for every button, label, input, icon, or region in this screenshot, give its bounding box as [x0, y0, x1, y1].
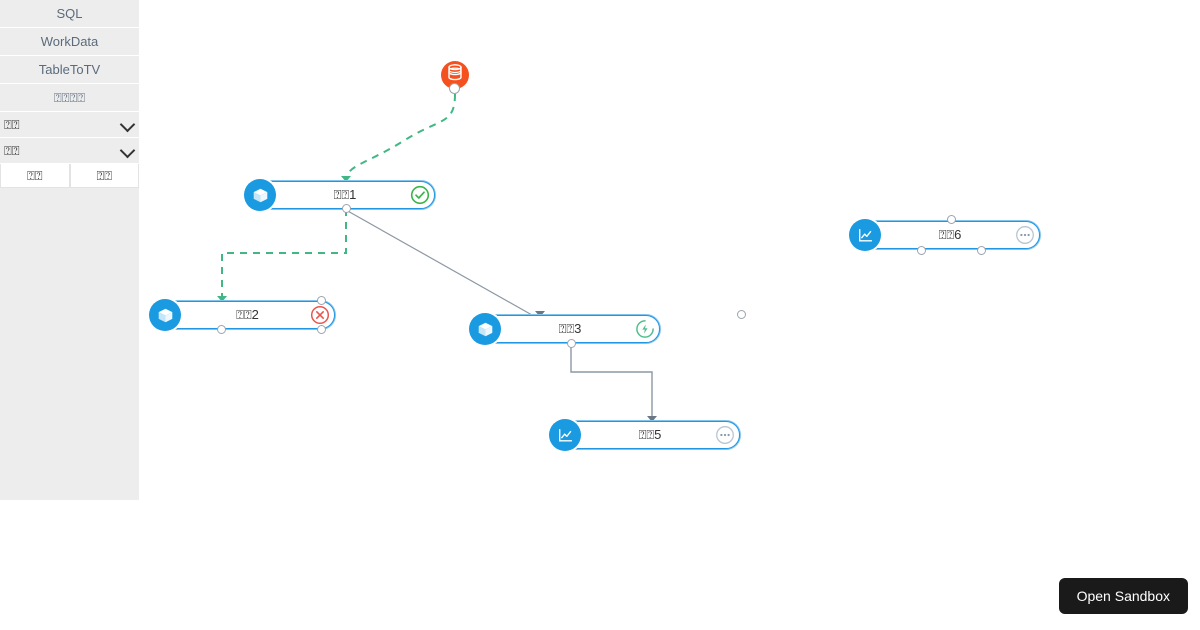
chart-icon	[549, 419, 581, 451]
edge-arrow-node1-in	[341, 176, 351, 182]
flow-node-6-port-bottom-left[interactable]	[917, 246, 926, 255]
sidebar-select-2-label: ⍰⍰	[4, 143, 20, 158]
flow-node-6[interactable]: ⍰⍰6	[849, 215, 1040, 255]
sidebar-button-2-label: ⍰⍰	[96, 168, 113, 183]
edge-arrow-node3-in	[535, 311, 545, 317]
flow-node-6-port-bottom-right[interactable]	[977, 246, 986, 255]
edge-db-to-node1[interactable]	[345, 93, 456, 182]
sidebar-panel: SQL WorkData TableToTV ⍰⍰⍰⍰ ⍰⍰ ⍰⍰ ⍰⍰ ⍰⍰	[0, 0, 140, 500]
cube-icon	[149, 299, 181, 331]
flow-node-2-label: ⍰⍰2	[236, 307, 259, 322]
sidebar-tab-tabletotv[interactable]: TableToTV	[0, 56, 139, 84]
sidebar-select-1[interactable]: ⍰⍰	[0, 112, 139, 138]
edge-node1-to-node3[interactable]	[345, 209, 540, 320]
edge-node3-to-node5[interactable]	[570, 345, 653, 418]
flow-node-5[interactable]: ⍰⍰5	[549, 419, 740, 451]
sidebar-select-2[interactable]: ⍰⍰	[0, 138, 139, 164]
database-icon	[447, 63, 463, 87]
sidebar-button-1-label: ⍰⍰	[26, 168, 43, 183]
chart-icon	[849, 219, 881, 251]
flow-node-2[interactable]: ⍰⍰2	[149, 296, 335, 334]
sidebar-button-2[interactable]: ⍰⍰	[69, 164, 139, 188]
open-sandbox-button[interactable]: Open Sandbox	[1058, 578, 1188, 614]
sidebar-button-row: ⍰⍰ ⍰⍰	[0, 164, 139, 188]
edge-arrow-node2-in	[217, 296, 227, 302]
sidebar-tab-workdata-label: WorkData	[40, 34, 99, 49]
flow-node-6-label: ⍰⍰6	[938, 227, 962, 242]
sidebar-select-1-label: ⍰⍰	[4, 117, 20, 132]
flow-node-1[interactable]: ⍰⍰1	[244, 179, 435, 213]
more-dots-icon[interactable]	[715, 425, 735, 445]
flow-node-2-port-bottom-right[interactable]	[317, 325, 326, 334]
cube-icon	[469, 313, 501, 345]
check-circle-icon[interactable]	[410, 185, 430, 205]
flow-node-1-port-bottom[interactable]	[342, 204, 351, 213]
flow-canvas[interactable]: ⍰⍰1 ⍰⍰2	[140, 0, 1200, 630]
flow-node-5-label: ⍰⍰5	[638, 427, 662, 442]
flow-node-6-port-top[interactable]	[947, 215, 956, 224]
chevron-down-icon	[119, 116, 136, 132]
flow-node-2-port-top-right[interactable]	[317, 296, 326, 305]
sidebar-tab-cjk[interactable]: ⍰⍰⍰⍰	[0, 84, 139, 112]
running-bolt-icon[interactable]	[635, 319, 655, 339]
sidebar-button-1[interactable]: ⍰⍰	[0, 164, 70, 188]
flow-node-2-port-bottom-left[interactable]	[217, 325, 226, 334]
more-dots-icon[interactable]	[1015, 225, 1035, 245]
database-node-output-port[interactable]	[449, 83, 460, 94]
flow-node-3[interactable]: ⍰⍰3	[469, 310, 746, 348]
edge-layer	[221, 93, 653, 418]
sidebar-tab-cjk-label: ⍰⍰⍰⍰	[53, 90, 86, 105]
flow-node-3-port-bottom[interactable]	[567, 339, 576, 348]
error-circle-icon[interactable]	[310, 305, 330, 325]
sidebar-tab-workdata[interactable]: WorkData	[0, 28, 139, 56]
open-sandbox-label: Open Sandbox	[1076, 588, 1170, 604]
cube-icon	[244, 179, 276, 211]
sidebar-tab-sql[interactable]: SQL	[0, 0, 139, 28]
flow-node-3-port-top-right[interactable]	[737, 310, 746, 319]
edge-arrow-node5-in	[647, 416, 657, 422]
chevron-down-icon	[119, 142, 136, 158]
sidebar-tab-tabletotv-label: TableToTV	[38, 62, 101, 77]
edge-node1-to-node2[interactable]	[221, 209, 347, 298]
sidebar-tab-sql-label: SQL	[56, 6, 83, 21]
